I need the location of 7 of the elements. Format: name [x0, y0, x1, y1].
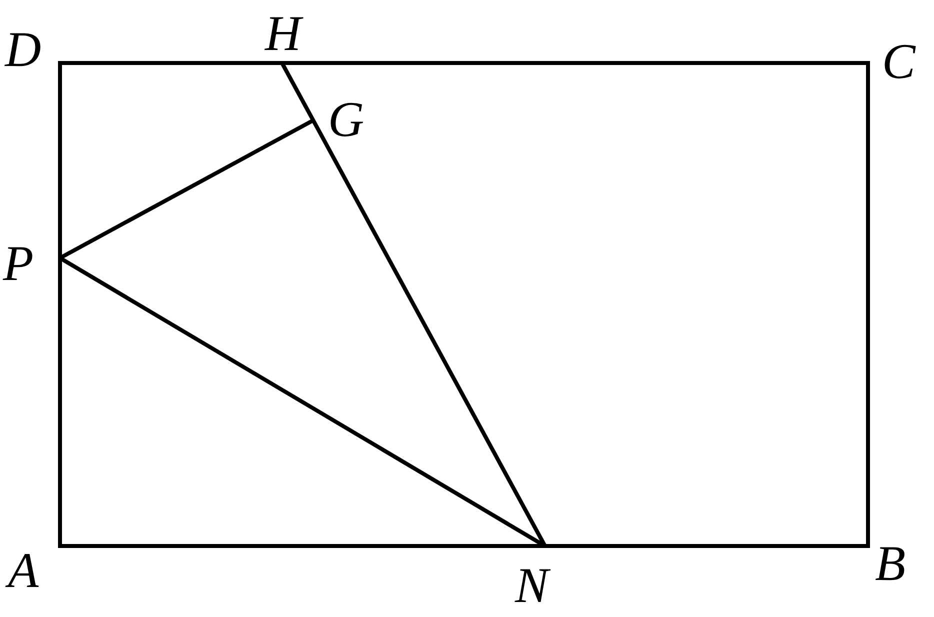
point-label: B — [875, 538, 906, 588]
point-label: N — [515, 560, 548, 610]
point-label: G — [328, 94, 364, 144]
point-label: P — [3, 238, 34, 288]
point-label: H — [265, 8, 302, 58]
point-label: C — [882, 36, 916, 86]
point-label: D — [5, 24, 42, 74]
